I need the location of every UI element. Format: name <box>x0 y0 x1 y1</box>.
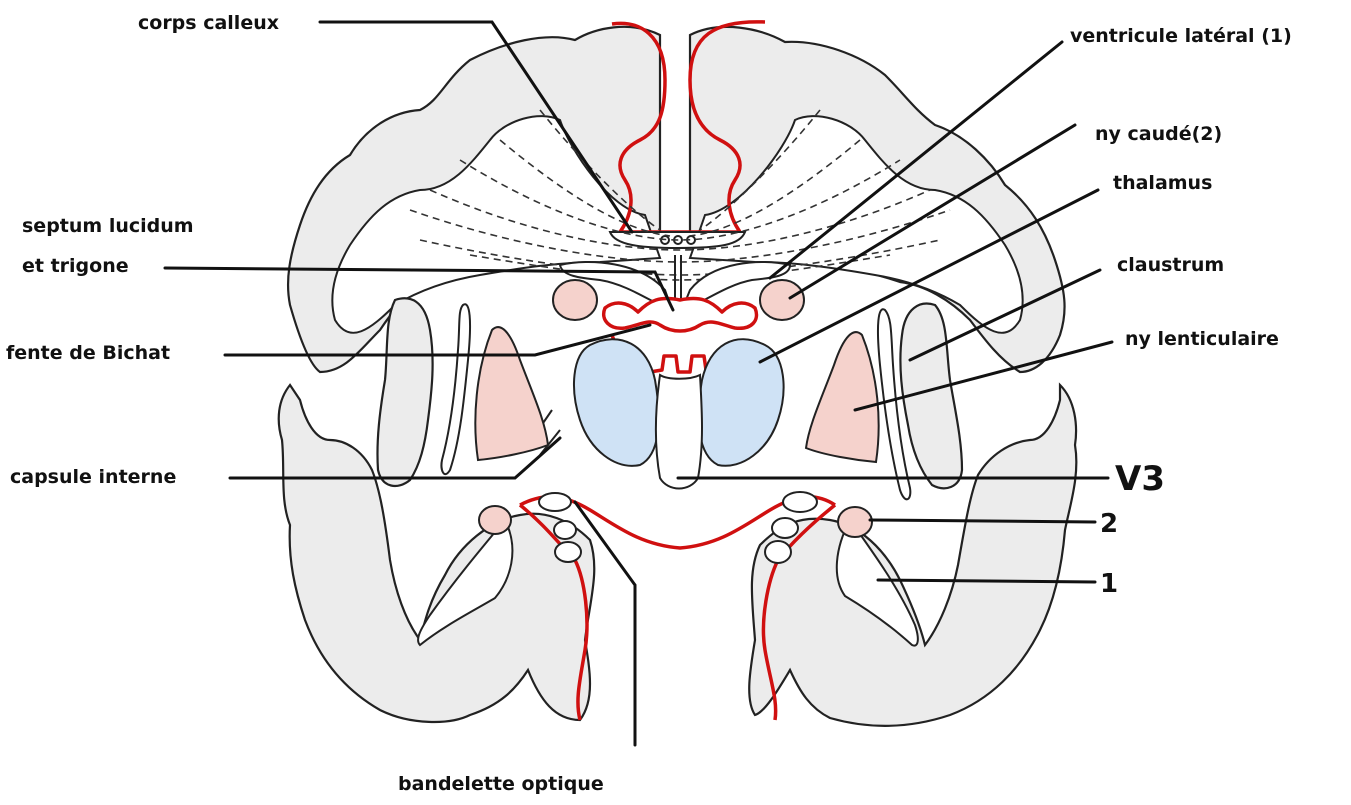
label-claustrum: claustrum <box>1117 254 1224 276</box>
label-bandelette-optique: bandelette optique <box>398 773 604 795</box>
left-caudate-nucleus <box>553 280 597 320</box>
right-lenticular-nucleus <box>806 332 879 462</box>
label-septum-line2: et trigone <box>22 255 129 277</box>
left-tail-caudate <box>479 506 511 534</box>
right-optic-tract <box>783 492 817 512</box>
left-lenticular-nucleus <box>475 327 548 460</box>
third-ventricle <box>656 375 702 489</box>
label-ny-caude: ny caudé(2) <box>1095 123 1222 145</box>
right-hippocampus-cap-1 <box>772 518 798 538</box>
left-insula <box>377 298 432 486</box>
trigone-fornix <box>604 299 757 332</box>
label-corps-calleux: corps calleux <box>138 12 279 34</box>
label-num-1: 1 <box>1100 569 1118 599</box>
right-tail-caudate <box>838 507 872 537</box>
label-ventricule-lateral: ventricule latéral (1) <box>1070 25 1292 47</box>
left-claustrum <box>441 304 470 474</box>
right-thalamus <box>699 339 784 466</box>
right-hippocampus-cap-2 <box>765 541 791 563</box>
left-hippocampus-cap-2 <box>555 542 581 562</box>
left-hippocampus-cap-1 <box>554 521 576 539</box>
label-num-2: 2 <box>1100 509 1118 539</box>
left-thalamus <box>574 339 659 466</box>
label-ny-lenticulaire: ny lenticulaire <box>1125 328 1279 350</box>
leader-1 <box>878 580 1095 582</box>
label-fente-bichat: fente de Bichat <box>6 342 170 364</box>
label-capsule-interne: capsule interne <box>10 466 176 488</box>
label-septum-line1: septum lucidum <box>22 215 194 237</box>
left-optic-tract <box>539 493 571 511</box>
leader-2 <box>870 520 1095 522</box>
label-thalamus: thalamus <box>1113 172 1212 194</box>
right-caudate-nucleus <box>760 280 804 320</box>
label-v3: V3 <box>1115 459 1165 499</box>
